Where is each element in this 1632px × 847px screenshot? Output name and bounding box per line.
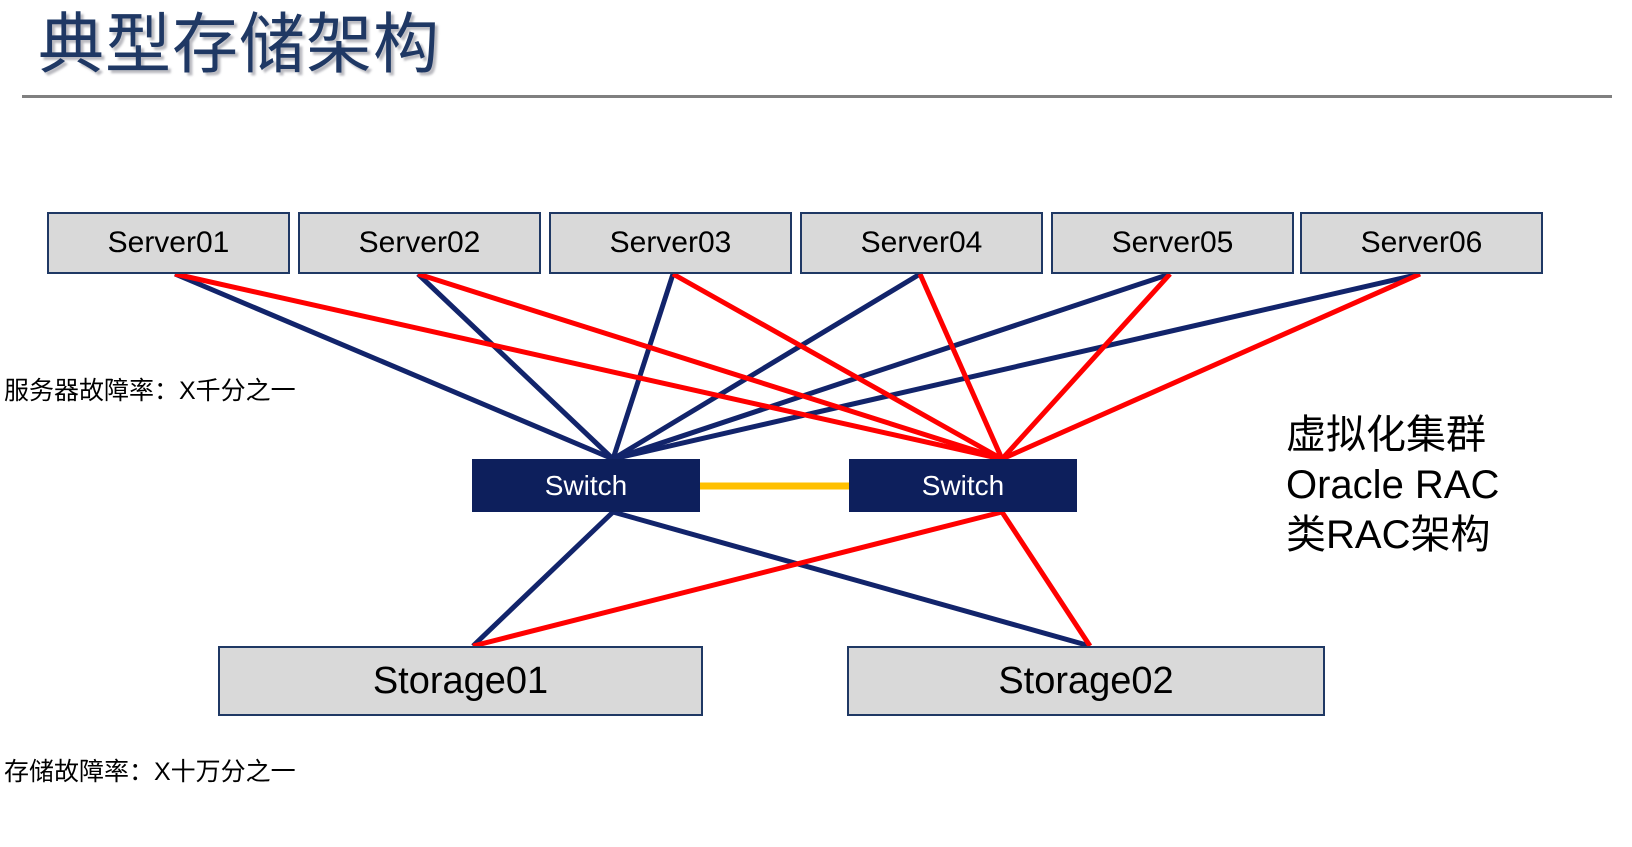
- link-switch2-storage02: [999, 510, 1093, 648]
- link-server5-switch1: [612, 271, 1171, 462]
- server-node-4[interactable]: Server04: [800, 212, 1043, 274]
- server-failure-rate-label: 服务器故障率：X千分之一: [4, 377, 296, 405]
- link-switch1-storage02: [612, 509, 1091, 649]
- storage-failure-rate-label: 存储故障率：X十万分之一: [4, 758, 296, 786]
- link-server2-switch2: [417, 271, 1003, 462]
- link-switch1-storage01: [471, 510, 615, 648]
- link-server5-switch2: [1000, 272, 1172, 461]
- server-node-5-label: Server05: [1111, 226, 1234, 259]
- switch-node-1[interactable]: Switch: [472, 459, 700, 512]
- storage-node-1[interactable]: Storage01: [218, 646, 703, 716]
- link-server1-switch1: [174, 271, 614, 462]
- server-node-6[interactable]: Server06: [1300, 212, 1543, 274]
- server-node-2-label: Server02: [358, 226, 481, 259]
- server-node-2[interactable]: Server02: [298, 212, 541, 274]
- link-server1-switch2: [174, 271, 1003, 462]
- architecture-note: 虚拟化集群 Oracle RAC 类RAC架构: [1286, 410, 1499, 560]
- server-node-5[interactable]: Server05: [1051, 212, 1294, 274]
- architecture-note-line-2: Oracle RAC: [1286, 463, 1500, 507]
- link-server4-switch2: [917, 272, 1005, 461]
- link-server4-switch1: [611, 271, 922, 462]
- link-server3-switch2: [671, 271, 1004, 462]
- title-divider: [22, 95, 1612, 98]
- switch-node-2[interactable]: Switch: [849, 459, 1077, 512]
- server-node-1[interactable]: Server01: [47, 212, 290, 274]
- server-node-6-label: Server06: [1360, 226, 1483, 259]
- switch-node-2-label: Switch: [921, 469, 1005, 501]
- architecture-note-line-1: 虚拟化集群: [1286, 413, 1486, 457]
- architecture-note-line-3: 类RAC架构: [1286, 513, 1491, 557]
- server-node-1-label: Server01: [107, 226, 230, 259]
- server-node-3[interactable]: Server03: [549, 212, 792, 274]
- server-node-3-label: Server03: [609, 226, 732, 259]
- storage-node-2[interactable]: Storage02: [847, 646, 1325, 716]
- storage-node-1-label: Storage01: [372, 659, 549, 702]
- connection-lines: [174, 271, 1422, 649]
- page-title: 典型存储架构: [38, 7, 440, 81]
- server-node-4-label: Server04: [860, 226, 983, 259]
- storage-node-2-label: Storage02: [998, 659, 1174, 702]
- link-server3-switch1: [610, 273, 676, 460]
- link-switch2-storage01: [472, 509, 1003, 649]
- link-server2-switch1: [416, 272, 615, 461]
- switch-node-1-label: Switch: [544, 469, 628, 501]
